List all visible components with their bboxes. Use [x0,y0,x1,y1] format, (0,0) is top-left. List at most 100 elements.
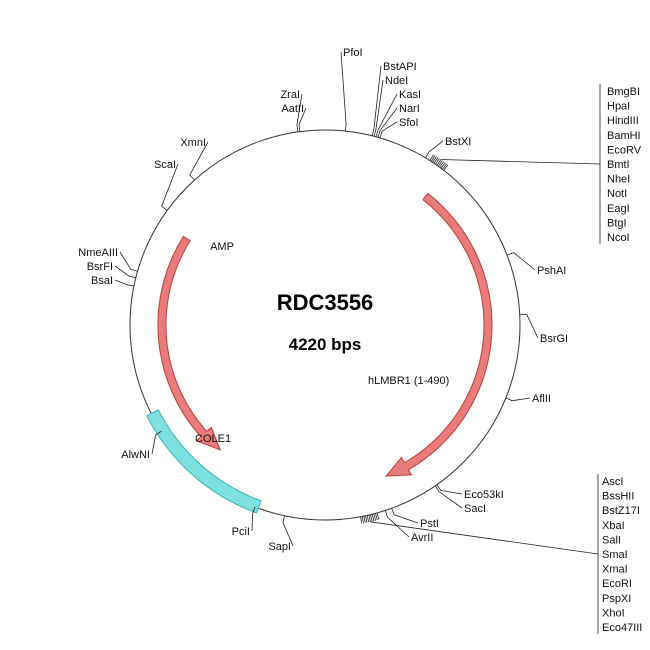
site-leader-saci [438,491,463,509]
site-leader-alwni [151,434,156,455]
site-label-ndei: NdeI [385,75,408,87]
plasmid-size: 4220 bps [289,335,362,354]
site-label-bsai: BsaI [91,275,113,287]
site-leader-bsai [114,279,128,286]
site-leader-nmeaiii [119,251,132,270]
site-label-scai: ScaI [154,159,176,171]
site-label-nmeaiii: NmeAIII [78,247,118,259]
cluster_top_right-tick [437,160,443,167]
site-label-bsshii: BssHII [602,491,634,503]
site-label-bstz17i: BstZ17I [602,505,640,517]
site-label-bmgbi: BmgBI [607,86,640,98]
feature-label-cole1: COLE1 [195,433,231,445]
cluster_bottom_right-tick [371,514,375,522]
site-tick-pfoi [345,124,347,132]
site-leader-pshai [513,252,536,271]
site-label-bstxi: BstXI [445,136,471,148]
site-label-ncoi: NcoI [607,232,630,244]
site-label-aatii: AatII [281,103,304,115]
feature-arrow-amp [157,235,222,451]
restriction-sites-layer: PfoIBstAPINdeIKasINarISfoIBstXIZraIAatII… [78,47,568,553]
site-label-sali: SalI [602,534,621,546]
cluster_bottom_right-leader [370,521,599,555]
site-clusters-layer: BmgBIHpaIHindIIIBamHIEcoRVBmtINheINotIEa… [360,84,642,634]
site-label-bsrgi: BsrGI [540,333,568,345]
cluster_top_right-tick [436,159,442,166]
site-label-alwni: AlwNI [121,449,150,461]
site-leader-pcii [251,513,253,532]
site-label-sapi: SapI [268,541,291,553]
site-leader-scai [161,163,179,207]
site-label-hindiii: HindIII [607,115,639,127]
site-tick-avrii [384,510,388,518]
site-tick-pshai [506,252,514,256]
site-leader-aflii [512,397,531,402]
site-leader-bstapi [373,65,382,130]
cluster_bottom_right-tick [370,514,373,522]
cluster_bottom_right-tick [368,514,371,522]
site-label-ecorv: EcoRV [607,144,642,156]
site-label-bsrfi: BsrFI [87,261,113,273]
cluster_top_right-tick [442,163,447,170]
site-tick-eco53ki [436,484,442,491]
site-label-bstapi: BstAPI [383,61,417,73]
site-tick-sapi [282,515,285,523]
cluster_top_right-tick [433,157,439,164]
site-leader-nari [379,107,398,131]
site-tick-nmeaiii [130,268,138,272]
site-label-pcii: PciI [232,526,250,538]
site-tick-bstapi [371,128,375,136]
site-label-avrii: AvrII [411,532,433,544]
site-tick-zrai [296,124,299,132]
site-leader-sapi [282,522,294,547]
site-label-eagi: EagI [607,203,630,215]
site-leader-zrai [296,93,303,126]
site-leader-eco53ki [440,490,463,495]
site-label-noti: NotI [607,188,627,200]
site-label-kasi: KasI [399,89,421,101]
site-tick-bsrfi [128,275,136,279]
site-label-eco47iii: Eco47III [602,622,642,634]
site-label-nari: NarI [399,103,420,115]
site-label-xhoi: XhoI [602,607,625,619]
cluster_bottom_right-tick [373,513,376,521]
site-leader-bstxi [428,140,444,153]
site-label-zrai: ZraI [280,89,300,101]
cluster_top_right-tick [432,156,437,163]
site-leader-avrii [387,516,410,538]
site-leader-xmni [189,141,209,176]
cluster_bottom_right-tick [360,516,363,524]
site-leader-pfoi [340,51,347,125]
feature-label-amp: AMP [210,241,234,253]
site-tick-aatii [298,124,301,132]
site-label-pspxi: PspXI [602,593,631,605]
cluster_bottom_right-tick [363,516,366,523]
site-leader-kasi [377,93,398,131]
cluster_bottom_right-tick [361,516,364,524]
site-label-xbai: XbaI [602,520,625,532]
cluster_bottom_right-tick [365,515,368,523]
plasmid-name: RDC3556 [277,290,374,315]
site-label-xmai: XmaI [602,564,628,576]
cluster_top_right-tick [429,154,434,161]
cluster_top_right-tick [443,164,449,171]
site-tick-scai [161,205,168,211]
site-tick-sfoi [379,131,383,139]
site-tick-bsai [127,284,134,287]
site-tick-psti [391,508,395,515]
site-label-sfoi: SfoI [399,117,419,129]
site-leader-bsrfi [114,265,130,277]
feature-arrow-hlmbr1-1-490 [384,192,493,477]
site-leader-bsrgi [526,314,539,339]
site-leader-ndei [375,79,384,130]
site-leader-psti [393,514,419,524]
site-tick-bstxi [425,151,430,159]
cluster_top_right-tick [435,158,440,165]
site-tick-ndei [373,129,377,137]
site-label-pshai: PshAI [537,265,566,277]
site-label-nhei: NheI [607,174,630,186]
cluster_top_right-tick [430,155,436,162]
cluster_top_right-tick [439,161,445,168]
site-tick-nari [377,130,381,138]
